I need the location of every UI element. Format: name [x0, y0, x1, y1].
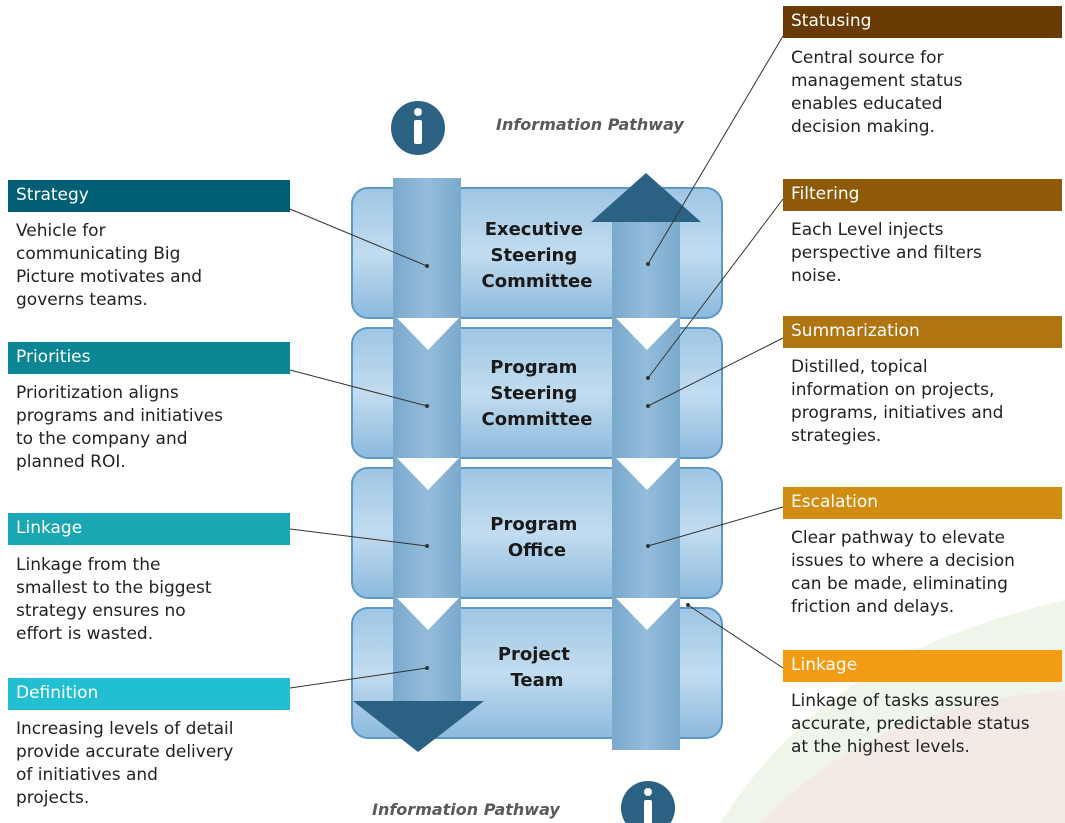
- level-label-executive: Executive Steering Committee: [482, 219, 593, 292]
- level-label-project-team: Project Team: [498, 644, 576, 691]
- filtering-description: Each Level injects perspective and filte…: [791, 220, 982, 286]
- linkage-left-header: Linkage: [8, 513, 290, 545]
- statusing-description: Central source for management status ena…: [791, 48, 963, 137]
- escalation-description: Clear pathway to elevate issues to where…: [791, 528, 1015, 617]
- pathway-label-top: Information Pathway: [496, 115, 684, 134]
- priorities-header: Priorities: [8, 342, 290, 374]
- strategy-description: Vehicle for communicating Big Picture mo…: [16, 221, 203, 310]
- priorities-description: Prioritization aligns programs and initi…: [16, 383, 224, 472]
- linkage-right-header: Linkage: [783, 650, 1062, 682]
- connector-endpoints: [425, 262, 690, 670]
- level-label-program-office: Program Office: [490, 514, 583, 561]
- level-label-program-steering: Program Steering Committee: [482, 357, 593, 430]
- pathway-label-bottom: Information Pathway: [372, 800, 560, 819]
- linkage-right-description: Linkage of tasks assures accurate, predi…: [791, 691, 1030, 757]
- strategy-header: Strategy: [8, 180, 290, 212]
- statusing-header: Statusing: [783, 6, 1062, 38]
- definition-header: Definition: [8, 678, 290, 710]
- summarization-description: Distilled, topical information on projec…: [791, 357, 1004, 446]
- definition-description: Increasing levels of detail provide accu…: [16, 719, 234, 808]
- linkage-left-description: Linkage from the smallest to the biggest…: [16, 555, 212, 644]
- filtering-header: Filtering: [783, 179, 1062, 211]
- escalation-header: Escalation: [783, 487, 1062, 519]
- level-chevrons: [397, 318, 678, 630]
- info-icon: [621, 781, 675, 823]
- summarization-header: Summarization: [783, 316, 1062, 348]
- info-icon: [391, 101, 445, 155]
- connector-lines: [289, 35, 784, 689]
